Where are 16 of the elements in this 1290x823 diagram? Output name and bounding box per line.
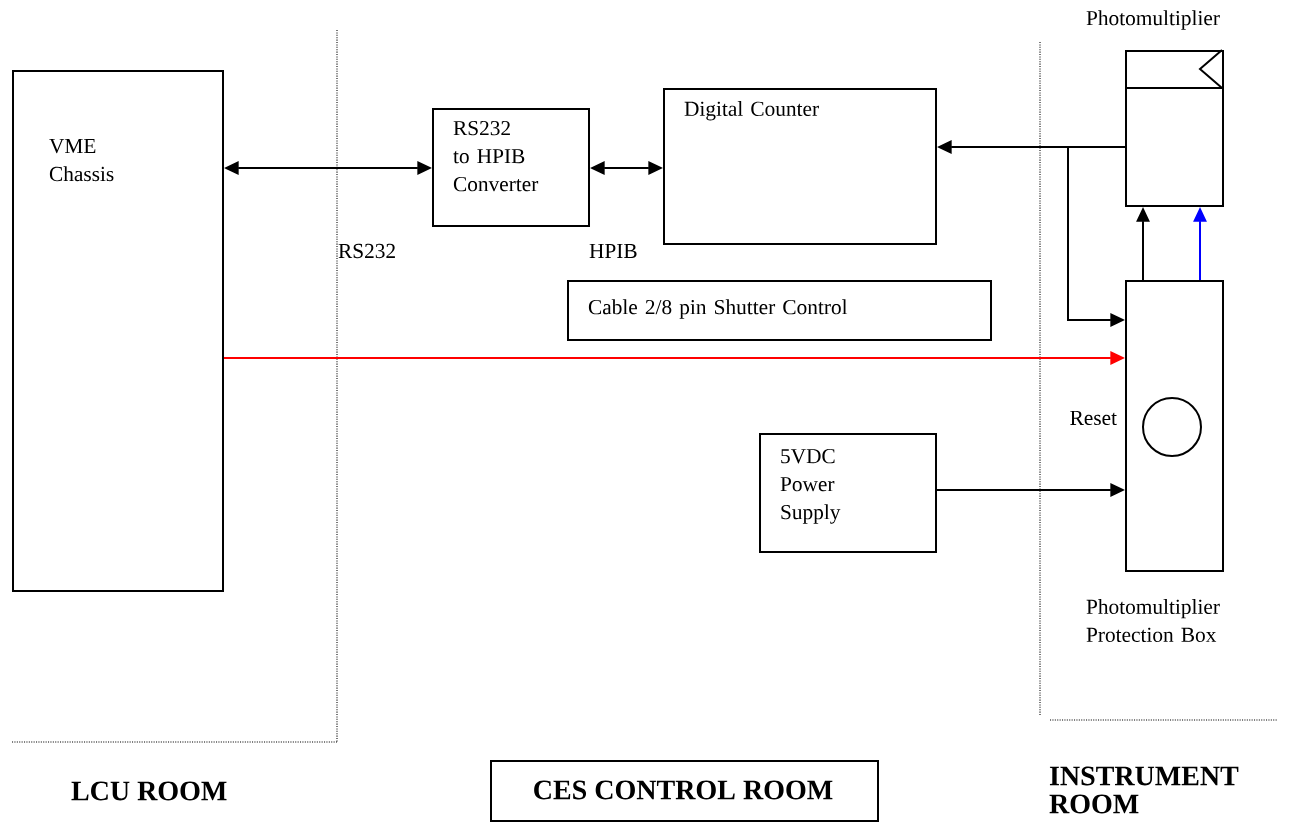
node-label: Photomultiplier Protection Box [1086, 598, 1220, 643]
room-label: LCU ROOM [71, 781, 227, 801]
counter-box: Digital Counter [663, 88, 937, 245]
room-label: INSTRUMENT ROOM [1049, 766, 1239, 814]
node-label: Photomultiplier [1086, 10, 1220, 30]
cable-box: Cable 2/8 pin Shutter Control [567, 280, 992, 341]
converter-box: RS232 to HPIB Converter [432, 108, 590, 227]
signal-label: HPIB [589, 244, 637, 258]
power-supply-box: 5VDC Power Supply [759, 433, 937, 553]
arrow [1067, 146, 1126, 327]
reset-button-circle [1142, 397, 1202, 457]
room-title-box: CES CONTROL ROOM [490, 760, 879, 822]
button-label: Reset [1070, 410, 1117, 426]
signal-label: RS232 [338, 243, 395, 259]
photomultiplier-box: Photomultiplier [1086, 10, 1224, 207]
chassis-box: VME Chassis [12, 70, 224, 592]
